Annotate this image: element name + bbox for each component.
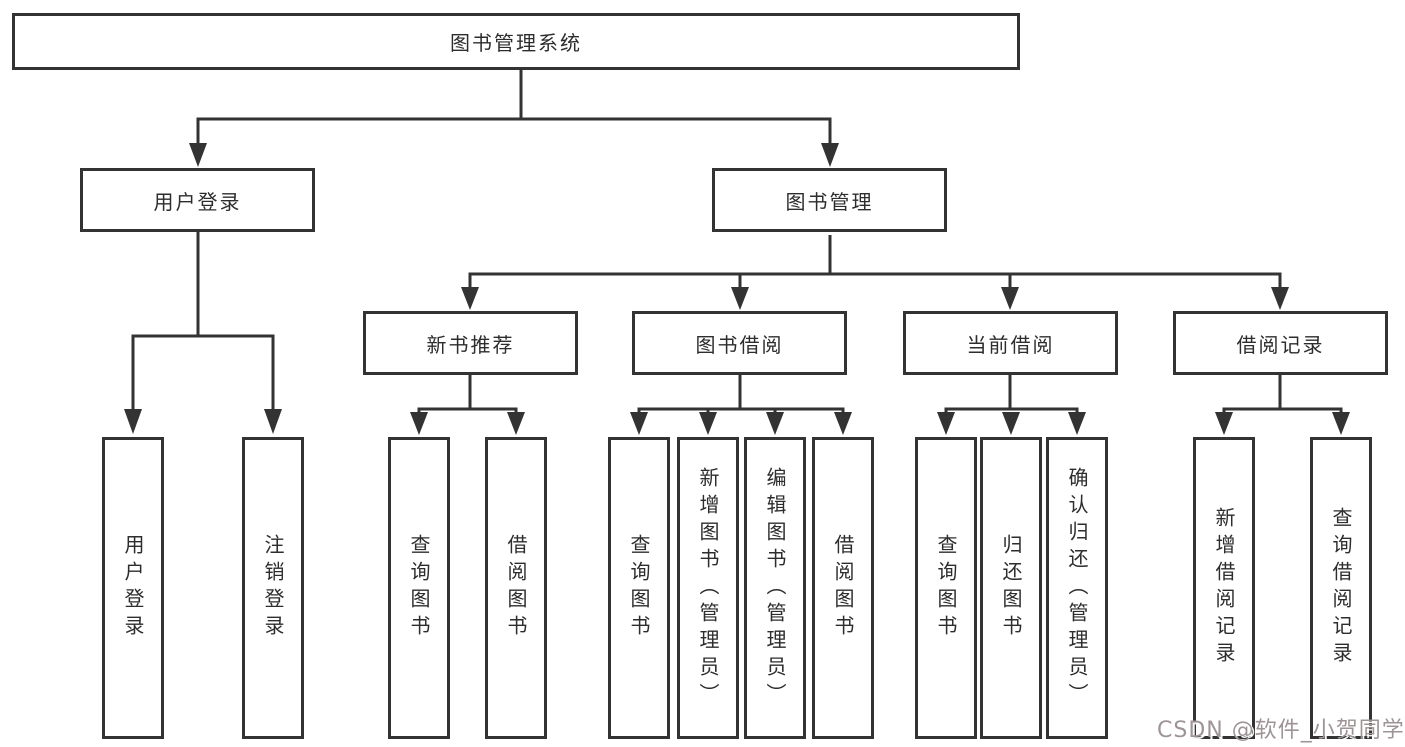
node-borrow-records-label: 借阅记录 <box>1236 332 1325 357</box>
node-leaf-query-books-1: 查询图书 <box>388 437 450 739</box>
node-leaf-confirm-return-admin: 确认归还（管理员） <box>1046 437 1108 739</box>
node-leaf-return-books-label: 归还图书 <box>999 534 1023 642</box>
node-leaf-query-borrow-record-label: 查询借阅记录 <box>1329 507 1353 669</box>
node-leaf-borrow-books-2-label: 借阅图书 <box>831 534 855 642</box>
node-user-login: 用户登录 <box>80 168 315 232</box>
node-leaf-add-book-admin: 新增图书（管理员） <box>677 437 739 739</box>
node-leaf-logout-label: 注销登录 <box>261 534 285 642</box>
node-current-borrow: 当前借阅 <box>903 311 1118 375</box>
node-leaf-return-books: 归还图书 <box>980 437 1042 739</box>
node-book-borrow-label: 图书借阅 <box>695 332 784 357</box>
node-leaf-query-books-2-label: 查询图书 <box>627 534 651 642</box>
node-leaf-user-login-label: 用户登录 <box>121 534 145 642</box>
node-leaf-user-login: 用户登录 <box>102 437 164 739</box>
node-user-login-label: 用户登录 <box>153 189 242 214</box>
node-current-borrow-label: 当前借阅 <box>966 332 1055 357</box>
node-leaf-borrow-books-1: 借阅图书 <box>485 437 547 739</box>
node-leaf-query-borrow-record: 查询借阅记录 <box>1310 437 1372 739</box>
node-leaf-add-book-admin-label: 新增图书（管理员） <box>696 466 720 710</box>
node-new-book-recommend-label: 新书推荐 <box>426 332 515 357</box>
node-leaf-add-borrow-record-label: 新增借阅记录 <box>1212 507 1236 669</box>
node-book-management-label: 图书管理 <box>785 189 874 214</box>
node-borrow-records: 借阅记录 <box>1173 311 1388 375</box>
node-new-book-recommend: 新书推荐 <box>363 311 578 375</box>
node-leaf-logout: 注销登录 <box>242 437 304 739</box>
node-book-management: 图书管理 <box>712 168 947 232</box>
node-leaf-add-borrow-record: 新增借阅记录 <box>1193 437 1255 739</box>
node-leaf-borrow-books-2: 借阅图书 <box>812 437 874 739</box>
node-leaf-query-books-2: 查询图书 <box>608 437 670 739</box>
node-root-label: 图书管理系统 <box>450 31 582 55</box>
node-leaf-edit-book-admin: 编辑图书（管理员） <box>744 437 806 739</box>
node-leaf-query-books-1-label: 查询图书 <box>407 534 431 642</box>
watermark: CSDN @软件_小贺同学 <box>1157 718 1405 743</box>
node-leaf-edit-book-admin-label: 编辑图书（管理员） <box>763 466 787 710</box>
node-leaf-query-books-3-label: 查询图书 <box>934 534 958 642</box>
node-leaf-borrow-books-1-label: 借阅图书 <box>504 534 528 642</box>
node-leaf-query-books-3: 查询图书 <box>915 437 977 739</box>
node-leaf-confirm-return-admin-label: 确认归还（管理员） <box>1065 466 1089 710</box>
node-root: 图书管理系统 <box>12 13 1020 70</box>
node-book-borrow: 图书借阅 <box>632 311 847 375</box>
